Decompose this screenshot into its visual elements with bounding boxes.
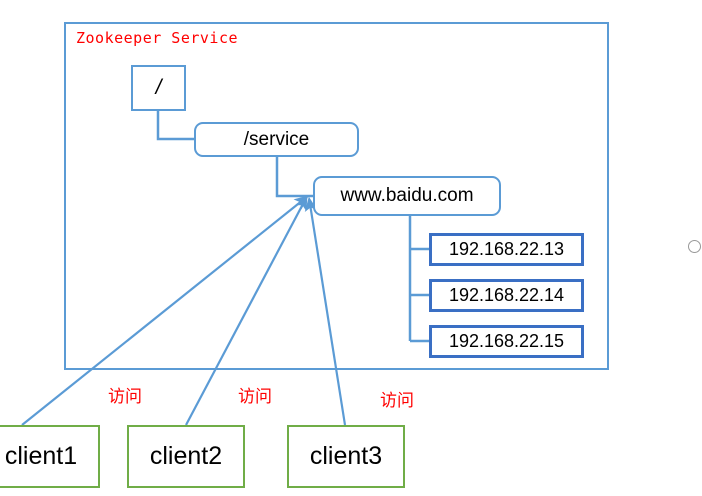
client-node-3: client3: [287, 425, 405, 488]
znode-root: /: [131, 65, 186, 111]
znode-ip-address: 192.168.22.15: [429, 325, 584, 358]
znode-service: /service: [194, 122, 359, 157]
client-node-1: client1: [0, 425, 100, 488]
zookeeper-service-title: Zookeeper Service: [76, 29, 239, 47]
access-label: 访问: [108, 387, 142, 407]
zookeeper-service-container: [64, 22, 609, 370]
access-label: 访问: [238, 387, 272, 407]
znode-domain: www.baidu.com: [313, 176, 501, 216]
znode-ip-address: 192.168.22.14: [429, 279, 584, 312]
access-label: 访问: [380, 391, 414, 411]
client-node-2: client2: [127, 425, 245, 488]
znode-ip-address: 192.168.22.13: [429, 233, 584, 266]
circle-marker-icon: [688, 240, 701, 253]
